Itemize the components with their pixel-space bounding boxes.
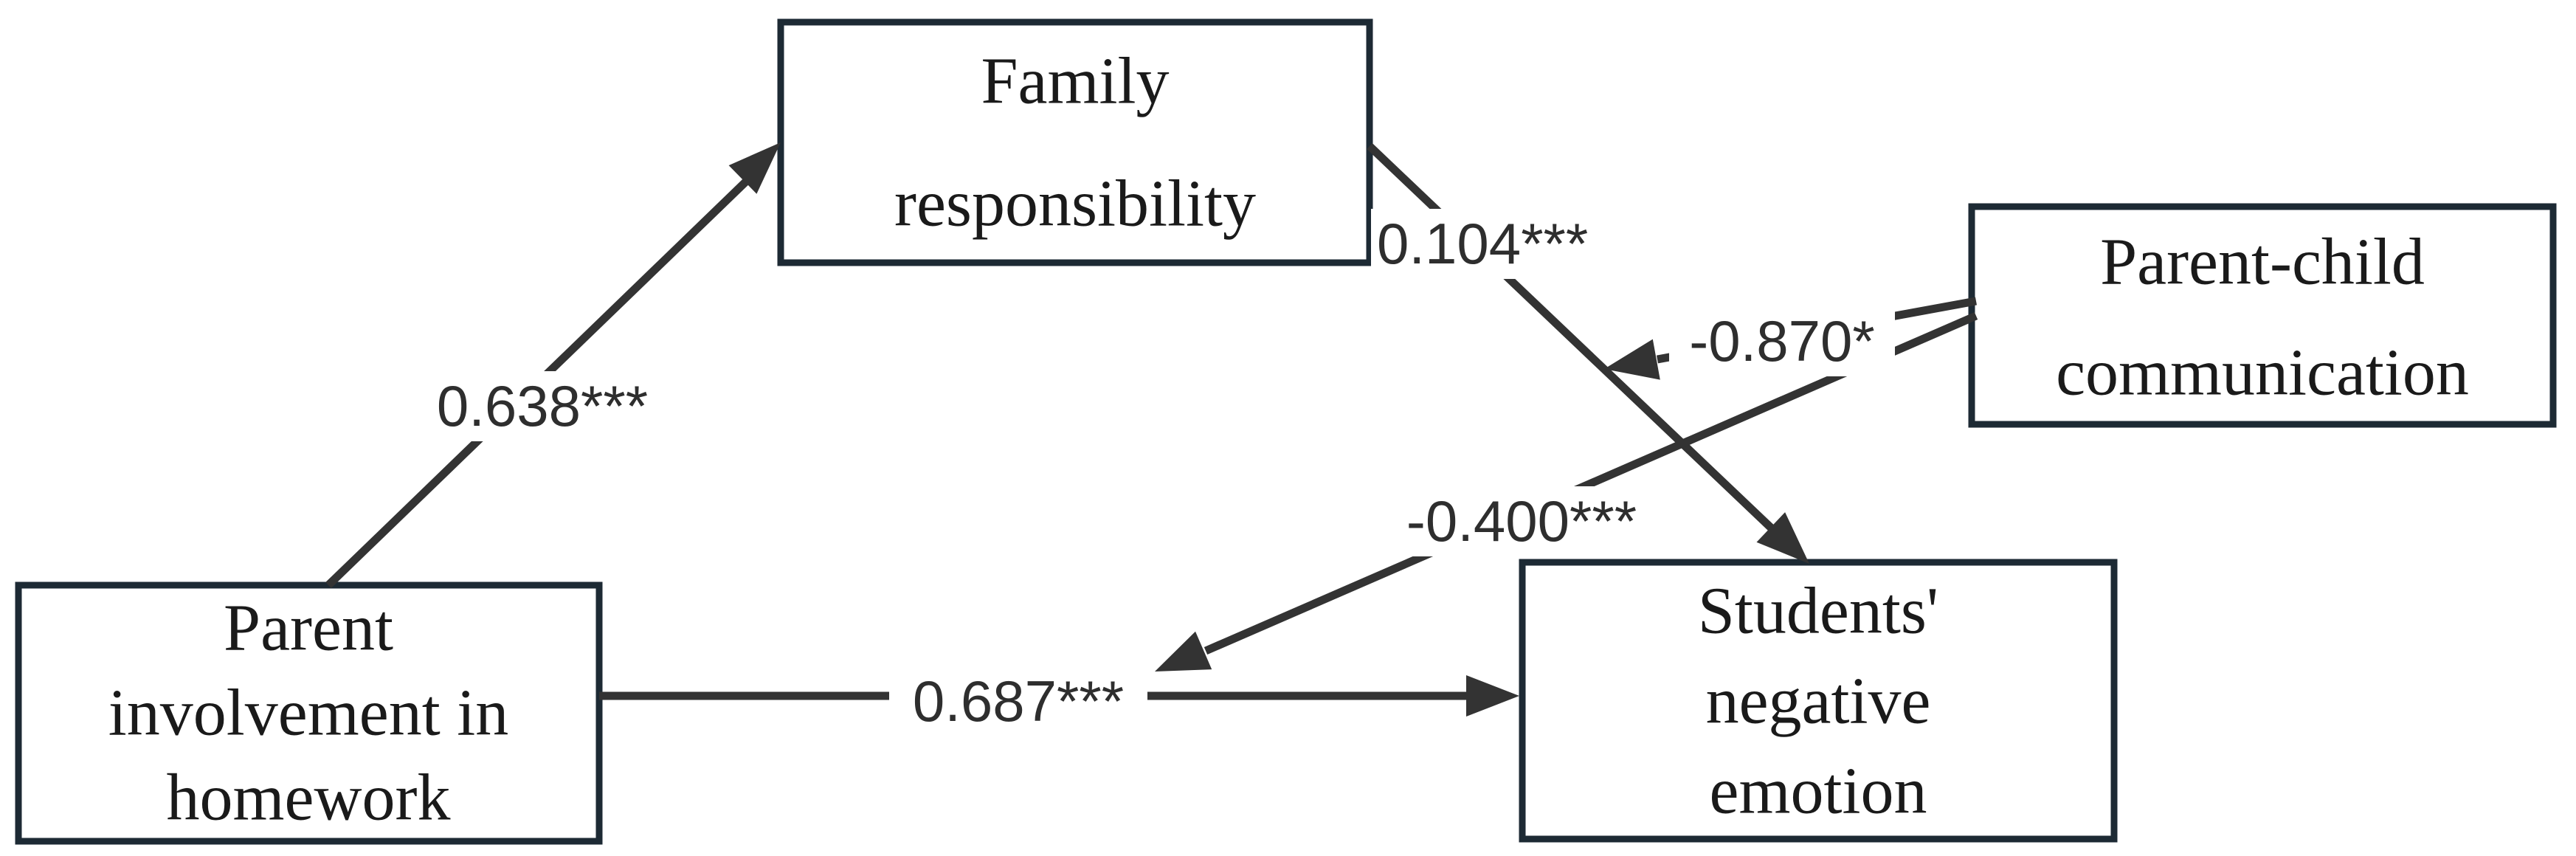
family-responsibility-line2: responsibility (894, 168, 1256, 241)
parent-involvement-label: Parent involvement in homework (108, 592, 508, 835)
arrowhead-moderation-onto-family-path (1604, 339, 1660, 380)
students-negative-emotion-label: Students' negative emotion (1698, 575, 1938, 828)
parent-involvement-line2: involvement in (108, 677, 508, 750)
arrowhead-into-family-box (728, 142, 781, 194)
students-negative-emotion-line2: negative (1706, 665, 1931, 738)
arrowhead-into-emotion-box-top (1756, 512, 1809, 564)
coefficient-family-to-emotion: 0.104*** (1377, 211, 1588, 276)
label-mask-m0870 (1669, 306, 1895, 376)
label-mask-0104 (1371, 209, 1615, 279)
coefficient-involvement-to-emotion: 0.687*** (913, 669, 1124, 734)
coefficient-moderation-family-path: -0.870* (1689, 308, 1875, 373)
students-negative-emotion-line1: Students' (1698, 575, 1938, 648)
parent-child-communication-line2: communication (2056, 336, 2469, 410)
arrowhead-moderation-onto-direct-path (1155, 631, 1212, 672)
label-mask-0687 (889, 666, 1147, 736)
coefficient-involvement-to-family: 0.638*** (437, 373, 648, 438)
students-negative-emotion-line3: emotion (1710, 755, 1927, 828)
parent-involvement-box (15, 581, 603, 845)
students-negative-emotion-box (1519, 559, 2118, 843)
parent-child-communication-box (1968, 203, 2557, 428)
family-responsibility-label: Family responsibility (894, 45, 1256, 241)
parent-involvement-line3: homework (167, 762, 451, 835)
parent-child-communication-line1: Parent-child (2100, 226, 2425, 299)
family-responsibility-box (777, 18, 1373, 266)
parent-child-communication-label: Parent-child communication (2056, 226, 2469, 410)
label-mask-0638 (418, 371, 666, 441)
family-responsibility-line1: Family (981, 45, 1169, 118)
coefficient-moderation-direct-path: -0.400*** (1406, 489, 1637, 553)
label-mask-m0400 (1380, 486, 1663, 556)
parent-involvement-line1: Parent (224, 592, 393, 665)
arrowhead-into-emotion-box-left (1466, 675, 1519, 717)
